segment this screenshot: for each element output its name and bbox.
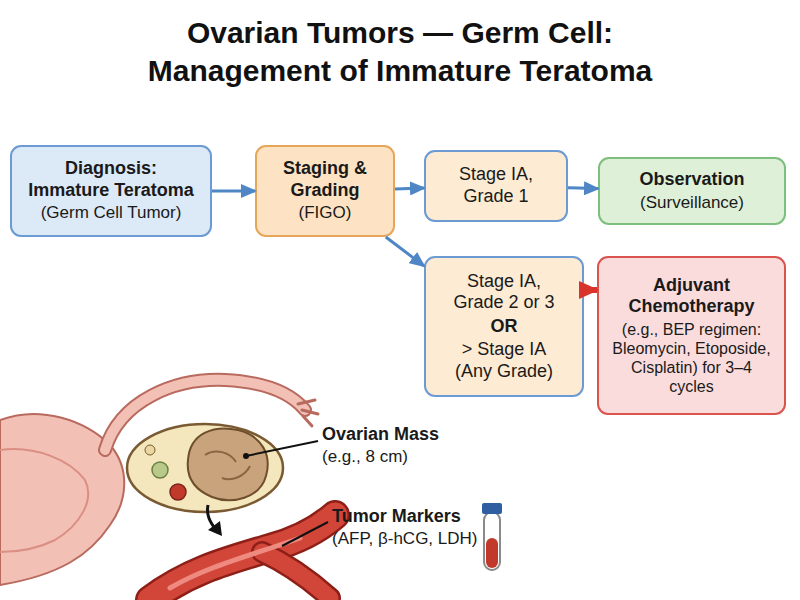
callout-heading: Ovarian Mass [322, 424, 439, 446]
flow-arrow [386, 237, 424, 266]
leader-line [246, 441, 318, 456]
flow-arrow [568, 186, 598, 190]
flow-arrow [395, 187, 424, 191]
condition-box: Stage IA, Grade 2 or 3OR> Stage IA (Any … [424, 256, 584, 397]
node-text: (Germ Cell Tumor) [41, 203, 182, 223]
diagnosis-box: Diagnosis: Immature Teratoma(Germ Cell T… [10, 145, 212, 237]
node-text: (FIGO) [299, 203, 352, 223]
callout-text: (e.g., 8 cm) [322, 447, 408, 467]
vessel-branch [262, 552, 330, 598]
flow-arrow [584, 287, 597, 293]
callout-heading: Tumor Markers [332, 506, 461, 528]
title-wrap: Ovarian Tumors — Germ Cell: Management o… [0, 14, 800, 89]
process-box: Staging & Grading(FIGO) [255, 145, 395, 237]
sample-arrow-head [208, 521, 222, 536]
outcome-box: Observation(Surveillance) [598, 157, 786, 225]
condition-box: Stage IA, Grade 1 [424, 150, 568, 222]
node-heading: Staging & Grading [265, 158, 385, 201]
ovarian-mass [188, 429, 268, 501]
follicle [152, 462, 168, 478]
mass-texture [205, 451, 250, 479]
blood-vessel [150, 515, 335, 600]
node-text: Stage IA, Grade 2 or 3 [447, 271, 562, 314]
callout-text: (AFP, β-hCG, LDH) [332, 529, 478, 549]
tube-cap [482, 503, 502, 514]
node-heading: Diagnosis: Immature Teratoma [24, 158, 199, 201]
node-heading: Adjuvant Chemotherapy [617, 275, 767, 318]
flow-arrow [212, 190, 255, 193]
blood-sample [486, 538, 498, 568]
ovary [127, 424, 283, 512]
vessel-highlight [170, 538, 300, 588]
node-heading: Observation [639, 169, 744, 191]
vessel-outline [150, 515, 335, 600]
node-text: Stage IA, Grade 1 [446, 164, 546, 207]
node-text: (e.g., BEP regimen: Bleomycin, Etoposide… [608, 320, 776, 397]
vessel-branch-outline [262, 552, 330, 598]
node-text: (Surveillance) [640, 193, 744, 213]
uterus-cavity [0, 449, 88, 552]
fimbriae [298, 400, 318, 426]
follicle [170, 484, 186, 500]
node-heading: OR [491, 316, 518, 338]
follicle [145, 445, 155, 455]
node-text: > Stage IA (Any Grade) [447, 339, 562, 382]
test-tube [484, 512, 500, 570]
leader-dot [243, 453, 249, 459]
leader-line [282, 522, 328, 546]
treatment-box: Adjuvant Chemotherapy(e.g., BEP regimen:… [597, 256, 786, 415]
diagram-title: Ovarian Tumors — Germ Cell: Management o… [100, 14, 700, 89]
